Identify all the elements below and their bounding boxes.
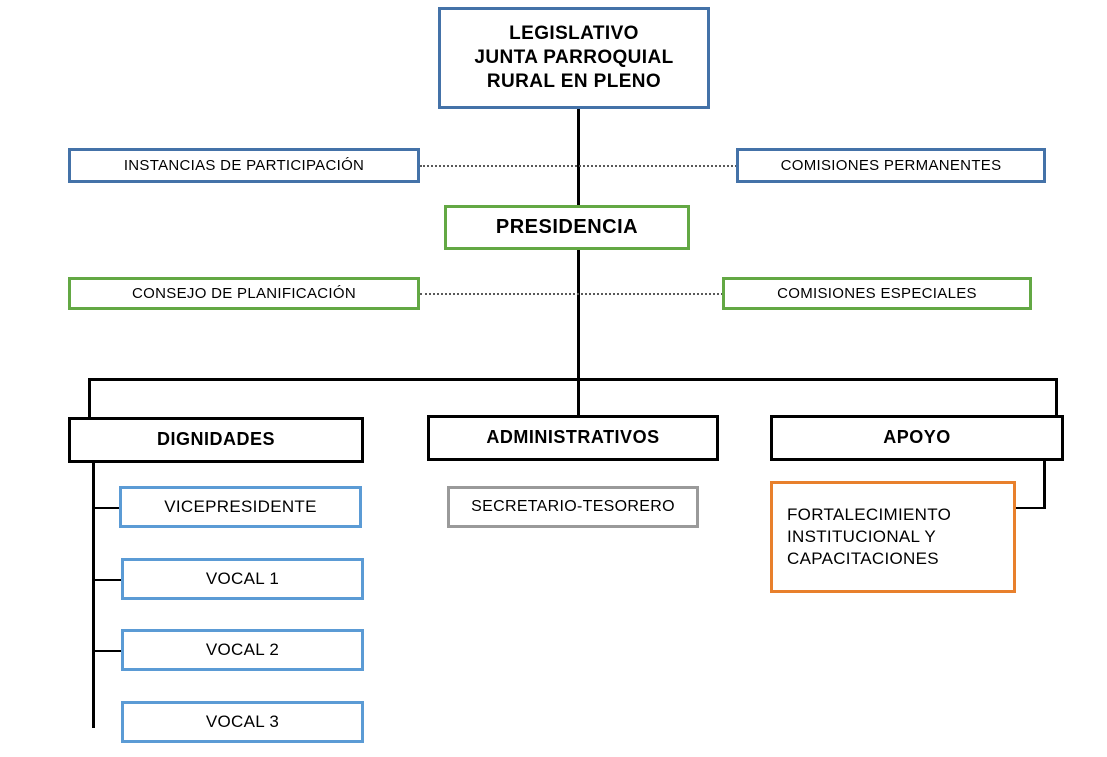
connector-apoyo-to-fortalecimiento-vertical — [1043, 461, 1046, 509]
connector-trunk-legislativo-presidencia — [577, 108, 580, 206]
node-vocal-2[interactable]: VOCAL 2 — [121, 629, 364, 671]
node-administrativos-label: ADMINISTRATIVOS — [486, 427, 660, 448]
connector-apoyo-to-fortalecimiento-horizontal — [1015, 507, 1046, 509]
node-comisiones-especiales[interactable]: COMISIONES ESPECIALES — [722, 277, 1032, 310]
node-dignidades-label: DIGNIDADES — [156, 429, 275, 450]
node-legislativo-junta-parroquial[interactable]: LEGISLATIVO JUNTA PARROQUIAL RURAL EN PL… — [438, 7, 710, 109]
node-vocal-2-label: VOCAL 2 — [205, 640, 280, 660]
node-fortalecimiento-institucional-capacitaciones[interactable]: FORTALECIMIENTO INSTITUCIONAL Y CAPACITA… — [770, 481, 1016, 593]
node-consejo-de-planificacion-label: CONSEJO DE PLANIFICACIÓN — [132, 284, 356, 302]
connector-bus-to-administrativos — [577, 378, 580, 416]
connector-stub-vocal1 — [92, 579, 123, 581]
node-consejo-de-planificacion[interactable]: CONSEJO DE PLANIFICACIÓN — [68, 277, 420, 310]
node-instancias-de-participacion-label: INSTANCIAS DE PARTICIPACIÓN — [123, 156, 365, 174]
node-secretario-tesorero[interactable]: SECRETARIO-TESORERO — [447, 486, 699, 528]
connector-dotted-instancias-comisiones-permanentes — [420, 165, 737, 167]
node-fortalecimiento-label: FORTALECIMIENTO INSTITUCIONAL Y CAPACITA… — [787, 505, 952, 568]
node-vocal-3[interactable]: VOCAL 3 — [121, 701, 364, 743]
connector-dotted-consejo-comisiones-especiales — [420, 293, 723, 295]
connector-trunk-presidencia-bus — [577, 250, 580, 380]
node-legislativo-label: LEGISLATIVO JUNTA PARROQUIAL RURAL EN PL… — [474, 22, 674, 93]
node-apoyo[interactable]: APOYO — [770, 415, 1064, 461]
node-secretario-tesorero-label: SECRETARIO-TESORERO — [471, 497, 675, 515]
node-comisiones-especiales-label: COMISIONES ESPECIALES — [777, 284, 977, 302]
connector-stub-vocal2 — [92, 650, 123, 652]
node-instancias-de-participacion[interactable]: INSTANCIAS DE PARTICIPACIÓN — [68, 148, 420, 183]
connector-bus-horizontal — [88, 378, 1058, 381]
connector-bus-to-dignidades — [88, 378, 91, 418]
node-administrativos[interactable]: ADMINISTRATIVOS — [427, 415, 719, 461]
connector-bus-to-apoyo — [1055, 378, 1058, 416]
node-vicepresidente-label: VICEPRESIDENTE — [164, 497, 317, 517]
node-comisiones-permanentes[interactable]: COMISIONES PERMANENTES — [736, 148, 1046, 183]
node-vocal-1[interactable]: VOCAL 1 — [121, 558, 364, 600]
node-presidencia-label: PRESIDENCIA — [495, 215, 639, 238]
node-apoyo-label: APOYO — [883, 427, 951, 448]
node-vocal-1-label: VOCAL 1 — [205, 569, 280, 589]
node-dignidades[interactable]: DIGNIDADES — [68, 417, 364, 463]
node-vicepresidente[interactable]: VICEPRESIDENTE — [119, 486, 362, 528]
node-presidencia[interactable]: PRESIDENCIA — [444, 205, 690, 250]
node-vocal-3-label: VOCAL 3 — [205, 712, 280, 732]
connector-dignidades-subtrunk — [92, 462, 95, 728]
connector-stub-vicepresidente — [92, 507, 121, 509]
node-comisiones-permanentes-label: COMISIONES PERMANENTES — [780, 156, 1002, 174]
